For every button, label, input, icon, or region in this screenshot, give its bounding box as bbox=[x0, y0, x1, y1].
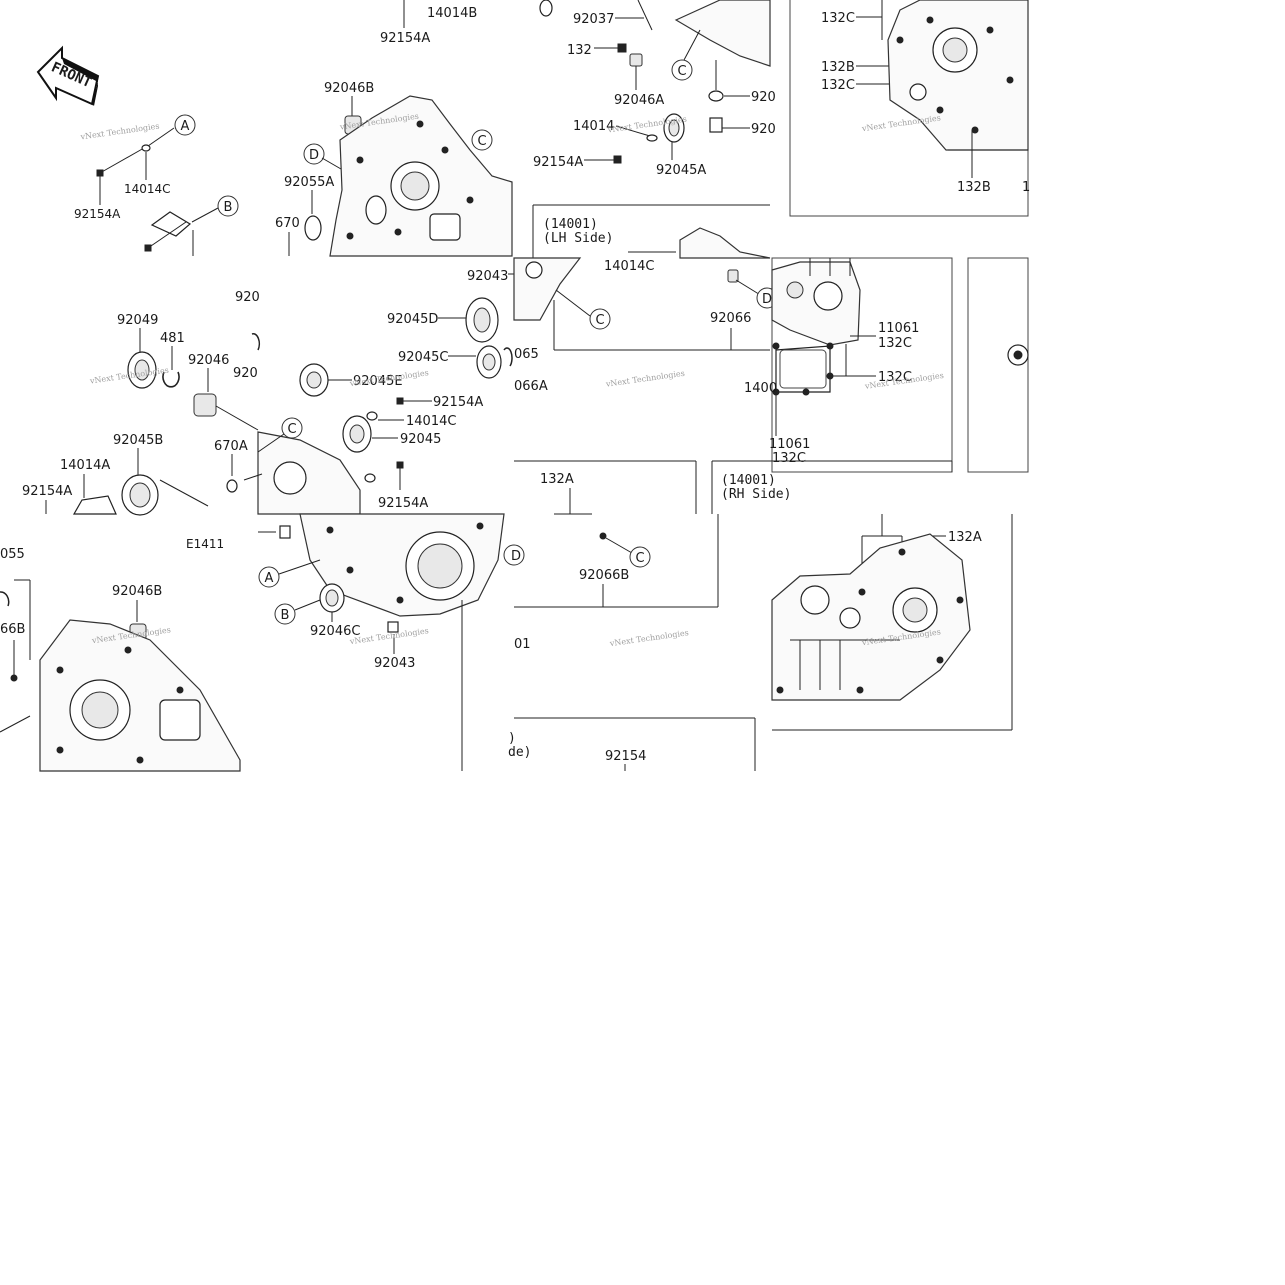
label-92046B-b: 92046B bbox=[112, 584, 162, 599]
label-92154A-d: 92154A bbox=[378, 496, 428, 511]
partial-side-label: de) bbox=[508, 745, 531, 760]
region-top-center: 14014B 92154A 92046B D C 92055A 670 vNex… bbox=[275, 0, 513, 257]
front-arrow-icon: FRONT bbox=[36, 45, 100, 106]
callout-a: A bbox=[181, 119, 190, 134]
label-670: 670 bbox=[275, 216, 300, 231]
figure-code: E1411 bbox=[186, 537, 224, 551]
callout-c-mid: C bbox=[677, 64, 686, 79]
label-92045: 92045 bbox=[400, 432, 441, 447]
label-14014C-lh: 14014C bbox=[604, 259, 654, 274]
label-481: 481 bbox=[160, 331, 185, 346]
callout-d-lh: D bbox=[762, 292, 772, 307]
rh-side-part: (14001) bbox=[721, 473, 776, 488]
label-132C-c: 132C bbox=[878, 336, 912, 351]
callout-d-rh: D bbox=[511, 549, 521, 564]
label-92055A: 92055A bbox=[284, 175, 334, 190]
label-920-cut4: 920 bbox=[233, 366, 258, 381]
rh-side-label: (RH Side) bbox=[721, 487, 791, 502]
region-bottom-left: E1411 055 66B 92046B vNext Technologies bbox=[0, 537, 241, 772]
region-top-left: A 14014C 92154A B vNext Technologies bbox=[74, 114, 239, 256]
label-132A-b: 132A bbox=[948, 530, 982, 545]
region-rh-case: 132A vNext Technologies bbox=[771, 514, 1013, 731]
label-92046A: 92046A bbox=[614, 93, 664, 108]
label-11061-a: 11061 bbox=[878, 321, 919, 336]
callout-c-lh: C bbox=[595, 313, 604, 328]
label-1400-cut: 1400 bbox=[744, 381, 777, 396]
label-132C-d: 132C bbox=[878, 370, 912, 385]
label-14014C-b: 14014C bbox=[406, 414, 456, 429]
label-92037: 92037 bbox=[573, 12, 614, 27]
region-lh-side: (14001) (LH Side) 14014C 92043 C D 92066… bbox=[467, 204, 778, 389]
label-14014C-top: 14014C bbox=[124, 182, 171, 196]
label-92046C: 92046C bbox=[310, 624, 360, 639]
label-132C-a: 132C bbox=[821, 11, 855, 26]
region-center: C 92045D 92045C 065 066A 92045E 92154A 1… bbox=[243, 297, 548, 515]
label-92045C: 92045C bbox=[398, 350, 448, 365]
lh-side-label: (LH Side) bbox=[543, 231, 613, 246]
label-92154A-b: 92154A bbox=[433, 395, 483, 410]
region-mid-left: 92049 481 92046 920 920 92045B 14014A 92… bbox=[22, 290, 261, 516]
label-920-cut1: 920 bbox=[751, 90, 776, 105]
label-92046: 92046 bbox=[188, 353, 229, 368]
label-065: 065 bbox=[514, 347, 539, 362]
label-92066B: 92066B bbox=[579, 568, 629, 583]
label-920-cut2: 920 bbox=[751, 122, 776, 137]
label-92154A-mid: 92154A bbox=[533, 155, 583, 170]
label-92049: 92049 bbox=[117, 313, 158, 328]
label-14014A: 14014A bbox=[60, 458, 110, 473]
callout-b-bottom: B bbox=[281, 608, 290, 623]
label-92154A-top: 92154A bbox=[380, 31, 430, 46]
label-92046B-top: 92046B bbox=[324, 81, 374, 96]
label-132-top: 132 bbox=[567, 43, 592, 58]
label-132A-a: 132A bbox=[540, 472, 574, 487]
callout-b: B bbox=[224, 200, 233, 215]
label-92043-top: 92043 bbox=[467, 269, 508, 284]
label-14014B: 14014B bbox=[427, 6, 477, 21]
callout-d-top: D bbox=[309, 148, 319, 163]
label-92045D: 92045D bbox=[387, 312, 438, 327]
label-132C-b: 132C bbox=[821, 78, 855, 93]
region-top-middle: 92037 132 92046A C 920 920 14014 92154A … bbox=[533, 0, 776, 178]
region-top-right: 132C 132B 132C 132B 1 vNext Technologies bbox=[789, 0, 1030, 217]
label-01: 01 bbox=[514, 637, 531, 652]
label-92045A: 92045A bbox=[656, 163, 706, 178]
label-92066: 92066 bbox=[710, 311, 751, 326]
label-66B: 66B bbox=[0, 622, 25, 637]
lh-side-part: (14001) bbox=[543, 217, 598, 232]
label-920-cut3: 920 bbox=[235, 290, 260, 305]
label-92154A-c: 92154A bbox=[22, 484, 72, 499]
callout-a-bottom: A bbox=[265, 571, 274, 586]
callout-c-top: C bbox=[477, 134, 486, 149]
label-92045E: 92045E bbox=[353, 374, 403, 389]
region-bottom-center: A B 92046C 92043 vNext Technologies bbox=[258, 513, 505, 771]
label-11061-b: 11061 bbox=[769, 437, 810, 452]
label-92045B: 92045B bbox=[113, 433, 163, 448]
label-92043-b: 92043 bbox=[374, 656, 415, 671]
label-14014-mid: 14014 bbox=[573, 119, 614, 134]
callout-c-rh: C bbox=[635, 551, 644, 566]
watermark-5: vNext Technologies bbox=[604, 369, 685, 389]
watermark-9: vNext Technologies bbox=[608, 628, 689, 648]
label-132C-e: 132C bbox=[772, 451, 806, 466]
watermark: vNext Technologies bbox=[79, 122, 160, 142]
label-92154: 92154 bbox=[605, 749, 646, 764]
label-066A: 066A bbox=[514, 379, 548, 394]
label-92154A-left: 92154A bbox=[74, 207, 121, 221]
label-055: 055 bbox=[0, 547, 25, 562]
region-mid-right: 11061 132C 132C 1400 11061 132C vNext Te… bbox=[744, 257, 1029, 473]
label-1-cut: 1 bbox=[1022, 180, 1030, 195]
label-670A: 670A bbox=[214, 439, 248, 454]
label-132B-a: 132B bbox=[821, 60, 855, 75]
partial-side-part: ) bbox=[508, 731, 516, 746]
label-132B-b: 132B bbox=[957, 180, 991, 195]
callout-c-center: C bbox=[287, 422, 296, 437]
